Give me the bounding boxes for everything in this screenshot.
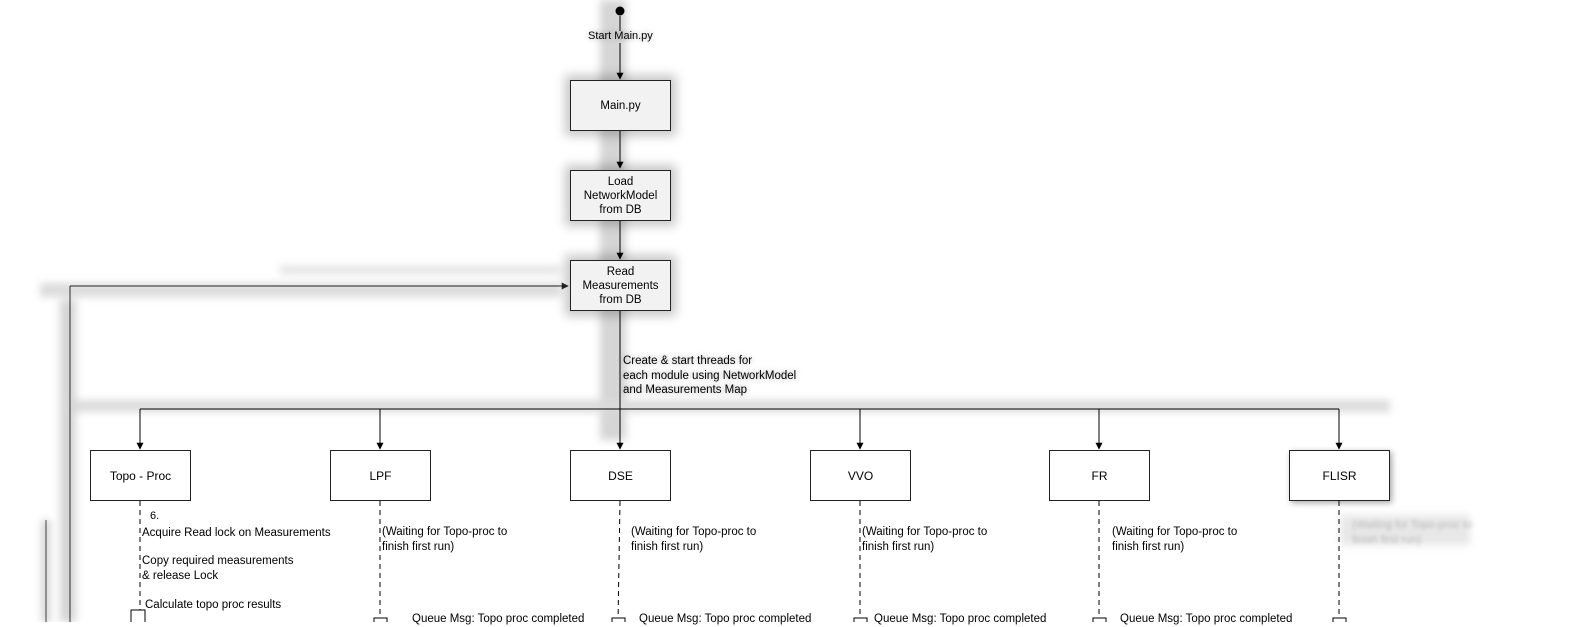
vvo-queue-msg: Queue Msg: Topo proc completed <box>874 613 1047 625</box>
fork-label: Create & start threads for each module u… <box>623 355 797 396</box>
flisr-waiting-text-faded: (Waiting for Topo-proc to finish first r… <box>1352 519 1472 546</box>
topo-step-copy-release: Copy required measurements & release Loc… <box>142 555 294 582</box>
topo-step-number: 6. <box>150 510 160 522</box>
dse-waiting-text: (Waiting for Topo-proc to finish first r… <box>631 526 757 553</box>
module-vvo[interactable]: VVO <box>810 450 911 501</box>
flisr-activation <box>1332 617 1347 622</box>
module-dse[interactable]: DSE <box>570 450 671 501</box>
fr-activation <box>1092 617 1107 622</box>
dse-queue-msg: Queue Msg: Topo proc completed <box>639 613 812 625</box>
fr-waiting-text: (Waiting for Topo-proc to finish first r… <box>1112 526 1238 553</box>
vvo-waiting-text: (Waiting for Topo-proc to finish first r… <box>862 526 988 553</box>
start-node <box>615 6 625 16</box>
dse-activation <box>611 617 626 622</box>
lpf-activation <box>373 617 388 622</box>
fr-queue-msg: Queue Msg: Topo proc completed <box>1120 613 1293 625</box>
lifelines <box>139 500 1340 622</box>
topo-step-calculate: Calculate topo proc results <box>145 599 282 611</box>
module-lpf[interactable]: LPF <box>330 450 431 501</box>
load-network-model-node[interactable]: Load NetworkModel from DB <box>570 170 671 221</box>
start-label: Start Main.py <box>588 30 653 42</box>
read-measurements-node[interactable]: Read Measurements from DB <box>570 260 671 311</box>
vvo-activation <box>853 617 868 622</box>
lpf-queue-msg: Queue Msg: Topo proc completed <box>412 613 585 625</box>
module-topo-proc[interactable]: Topo - Proc <box>90 450 191 501</box>
module-fr[interactable]: FR <box>1049 450 1150 501</box>
lpf-waiting-text: (Waiting for Topo-proc to finish first r… <box>382 526 508 553</box>
lifeline-dse <box>617 500 621 622</box>
main-py-node[interactable]: Main.py <box>570 80 671 131</box>
module-flisr[interactable]: FLISR <box>1289 450 1390 501</box>
topo-step-acquire-lock: Acquire Read lock on Measurements <box>142 527 331 539</box>
topo-proc-activation <box>130 609 146 622</box>
